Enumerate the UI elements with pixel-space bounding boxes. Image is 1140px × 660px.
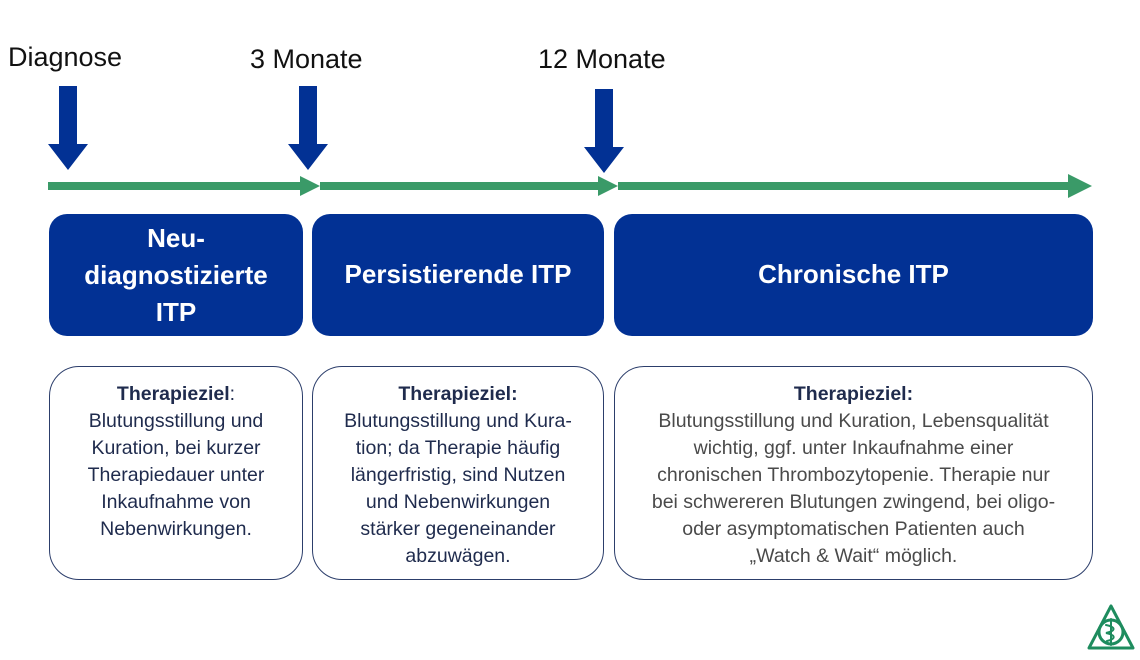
caduceus-triangle-logo-icon <box>1087 604 1135 650</box>
phase-box-chronic: Chronische ITP <box>614 214 1093 336</box>
timeline-chevron-2 <box>598 176 618 196</box>
milestone-label-diagnose: Diagnose <box>8 42 123 72</box>
goal-text: Blutungsstillung und Kuration, Lebensqua… <box>631 408 1076 570</box>
goal-line: oder asymptomatischen Patienten auch <box>682 518 1025 540</box>
goal-text: Blutungsstillung und Kura- tion; da Ther… <box>329 408 587 570</box>
goal-title: Therapieziel: <box>116 383 236 405</box>
phase-label: Persistierende ITP <box>344 258 572 289</box>
goal-line: wichtig, ggf. unter Inkaufnahme einer <box>693 437 1014 459</box>
goal-line: chronischen Thrombozytopenie. Therapie n… <box>657 464 1050 486</box>
phase-label: Chronische ITP <box>758 258 949 289</box>
goal-line: und Nebenwirkungen <box>365 491 551 513</box>
goal-line: „Watch & Wait“ möglich. <box>749 545 958 567</box>
goal-text: Blutungsstillung und Kuration, bei kurze… <box>66 408 286 543</box>
goal-line: Kuration, bei kurzer <box>91 437 261 459</box>
timeline-chevron-1 <box>300 176 320 196</box>
goal-title: Therapieziel: <box>398 383 518 405</box>
goal-line: tion; da Therapie häufig <box>355 437 561 459</box>
phase-box-persistent: Persistierende ITP <box>312 214 604 336</box>
therapy-goal-box-newly-diagnosed: Therapieziel: Blutungsstillung und Kurat… <box>49 366 303 580</box>
phase-box-newly-diagnosed: Neu- diagnostizierte ITP <box>49 214 303 336</box>
timeline-segment-2 <box>320 182 598 190</box>
milestone-label-12-monate: 12 Monate <box>538 44 666 74</box>
therapy-goal-box-persistent: Therapieziel: Blutungsstillung und Kura-… <box>312 366 604 580</box>
milestone-label-3-monate: 3 Monate <box>250 44 363 74</box>
goal-line: abzuwägen. <box>405 545 511 567</box>
goal-line: Nebenwirkungen. <box>100 518 252 540</box>
goal-line: längerfristig, sind Nutzen <box>350 464 566 486</box>
timeline-arrow <box>48 174 1092 198</box>
phase-line: ITP <box>155 296 197 327</box>
phase-line: diagnostizierte <box>84 259 268 290</box>
goal-line: Therapiedauer unter <box>87 464 265 486</box>
down-arrow-icon-12-monate <box>584 89 624 173</box>
timeline-arrowhead <box>1068 174 1092 198</box>
therapy-goal-box-chronic: Therapieziel: Blutungsstillung und Kurat… <box>614 366 1093 580</box>
goal-line: Blutungsstillung und Kura- <box>344 410 572 432</box>
down-arrow-icon-diagnose <box>48 86 88 170</box>
down-arrow-icon-3-monate <box>288 86 328 170</box>
phase-line: Neu- <box>147 222 205 253</box>
goal-line: bei schwereren Blutungen zwingend, bei o… <box>651 491 1056 513</box>
goal-line: Blutungsstillung und <box>88 410 264 432</box>
timeline-segment-3 <box>618 182 1068 190</box>
goal-line: stärker gegeneinander <box>360 518 556 540</box>
goal-line: Blutungsstillung und Kuration, Lebensqua… <box>658 410 1049 432</box>
goal-title: Therapieziel: <box>793 383 914 405</box>
goal-line: Inkaufnahme von <box>101 491 251 513</box>
timeline-segment-1 <box>48 182 300 190</box>
